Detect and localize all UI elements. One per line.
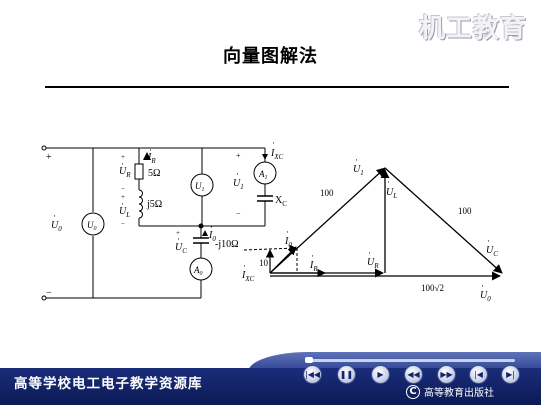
- current-i0-arrow: [202, 230, 208, 236]
- node-dot: [198, 223, 204, 229]
- meter-u1-text: U1: [195, 181, 205, 193]
- u1-label: U1: [233, 178, 244, 191]
- pause-icon[interactable]: ❚❚: [338, 366, 355, 383]
- ir-label: IR: [147, 152, 156, 165]
- pixc-dot: ·: [243, 261, 246, 271]
- u1-plus: +: [236, 151, 241, 160]
- progress-knob[interactable]: [305, 357, 313, 363]
- xc-value: -j10Ω: [215, 239, 239, 250]
- title-rule: [45, 86, 509, 88]
- u1-minus: −: [236, 209, 241, 218]
- ur-minus: −: [121, 185, 125, 193]
- phasor-labels: · U1 · UL · UC · UR · U0 · I0 · IR · IXC…: [241, 155, 498, 303]
- phasor-ul-label: UL: [386, 187, 397, 200]
- circuit-labels: + − · U0 U0 + · UR − + · UL − · IR 5Ω j5…: [46, 138, 287, 299]
- pur-dot: ·: [368, 248, 371, 258]
- phasor-u1: [269, 167, 386, 274]
- publisher: C 高等教育出版社: [406, 384, 494, 399]
- current-ixc-arrow: [262, 154, 268, 160]
- u0-label: U0: [51, 220, 62, 233]
- progress-track[interactable]: [305, 359, 515, 362]
- terminal-top: [41, 145, 47, 151]
- ur-label: UR: [119, 166, 131, 179]
- rewind-icon[interactable]: ◀◀: [405, 366, 422, 383]
- ammeter-a1: [253, 161, 277, 185]
- play-icon[interactable]: ▶: [372, 366, 389, 383]
- uc-label: UC: [175, 242, 187, 255]
- footer-wave: [248, 352, 541, 372]
- uc-plus: +: [176, 229, 180, 237]
- uc-dot: ·: [177, 234, 180, 244]
- pi0-dot: ·: [286, 227, 289, 237]
- pir-dot: ·: [311, 251, 314, 261]
- phasor-ur-label: UR: [367, 257, 379, 270]
- ixc-dot: ·: [272, 138, 275, 148]
- meter-a0-text: A0: [193, 265, 203, 277]
- corner-logo: 机工教育: [418, 14, 527, 44]
- u1-dot: ·: [236, 169, 239, 179]
- phasor-len-left: 100: [320, 188, 334, 198]
- u0-minus: −: [46, 288, 52, 299]
- ir-dot: ·: [149, 145, 152, 155]
- meter-u0-text: U0: [87, 220, 97, 232]
- phasor-len-u0: 100√2: [421, 283, 444, 293]
- circuit-diagram: [41, 145, 277, 301]
- ixc-label: IXC: [270, 148, 284, 161]
- puc-dot: ·: [487, 236, 490, 246]
- phasor-ixc-label: IXC: [241, 270, 255, 283]
- slide-title: 向量图解法: [223, 46, 318, 67]
- phasor-diagram: [243, 167, 503, 281]
- inductor-l: [138, 189, 143, 219]
- phasor-ir-label: IR: [309, 260, 318, 273]
- i0-dot: ·: [210, 222, 213, 232]
- ul-minus: −: [121, 220, 125, 228]
- xc-label: XC: [275, 195, 287, 208]
- pul-dot: ·: [387, 177, 390, 187]
- voltmeter-u1: [190, 173, 214, 197]
- current-ir-arrow: [143, 152, 151, 160]
- resistor-r: [134, 163, 144, 180]
- footer-title: 高等学校电工电子教学资源库: [14, 376, 203, 392]
- phasor-i0-label: I0: [284, 236, 292, 249]
- first-page-icon[interactable]: |◀◀: [304, 366, 321, 383]
- ur-dot: ·: [121, 159, 124, 169]
- ul-dot: ·: [121, 199, 124, 209]
- phasor-len-ixc: 10: [259, 258, 269, 268]
- u0-plus: +: [46, 152, 52, 163]
- phasor-u0-label: U0: [480, 290, 491, 303]
- phasor-i0: [269, 246, 297, 274]
- ul-plus: +: [121, 193, 125, 201]
- phasor-len-right: 100: [458, 206, 472, 216]
- next-icon[interactable]: ▶|: [502, 366, 519, 383]
- construction-dash-horizontal: [243, 244, 297, 252]
- phasor-u1-label: U1: [353, 164, 364, 177]
- phasor-uc: [384, 167, 503, 274]
- u0-dot: ·: [53, 211, 56, 221]
- fast-forward-icon[interactable]: ▶▶: [438, 366, 455, 383]
- pu0-dot: ·: [481, 281, 484, 291]
- ur-plus: +: [121, 153, 125, 161]
- voltmeter-u0: [81, 212, 105, 236]
- meter-a1-text: A1: [258, 169, 268, 181]
- publisher-name: 高等教育出版社: [424, 388, 494, 399]
- ammeter-a0: [189, 257, 213, 281]
- xl-value: j5Ω: [146, 199, 162, 210]
- copyright-icon: C: [406, 384, 420, 399]
- previous-icon[interactable]: |◀: [470, 366, 487, 383]
- ul-label: UL: [119, 206, 130, 219]
- phasor-uc-label: UC: [486, 245, 498, 258]
- i0-label: I0: [208, 230, 216, 243]
- r-value: 5Ω: [148, 168, 160, 179]
- pu1-dot: ·: [355, 155, 358, 165]
